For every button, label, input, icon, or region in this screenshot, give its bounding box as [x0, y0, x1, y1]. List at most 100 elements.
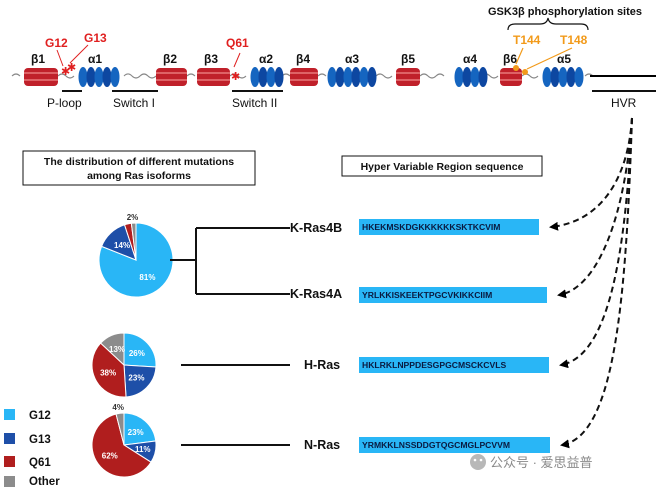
legend-swatch-g12: [4, 409, 15, 420]
wechat-icon: [470, 454, 486, 470]
alpha2-label: α2: [259, 52, 273, 66]
watermark-text: 公众号 · 爱思益普: [490, 455, 593, 470]
pie-slice-h-ras-g13: [123, 364, 157, 398]
alpha1-helix: [78, 67, 120, 87]
phospho-dot-t148: [522, 69, 528, 75]
sequence-bg-kras4b: [359, 219, 539, 235]
isoform-name-nras: N-Ras: [304, 438, 340, 452]
alpha1-label: α1: [88, 52, 102, 66]
legend-swatch-other: [4, 476, 15, 487]
region-label-switch1: Switch I: [113, 96, 155, 110]
pie-label-k-ras-other: 2%: [127, 213, 139, 222]
pie-slice-k-ras-g12: [98, 222, 174, 298]
pie-label-n-ras-g12: 23%: [128, 428, 144, 437]
box-left-line2: among Ras isoforms: [87, 170, 191, 182]
sequence-kras4b: HKEKMSKDGKKKKKKSKTKCVIM: [362, 222, 500, 232]
sequence-bg-nras: [359, 437, 550, 453]
mutation-distribution-box: The distribution of different mutations …: [22, 150, 256, 186]
phospho-label-t148: T148: [560, 33, 588, 47]
alpha4-helix: [454, 67, 488, 87]
pie-label-n-ras-q61: 62%: [102, 451, 118, 460]
watermark: 公众号 · 爱思益普: [470, 454, 593, 470]
beta3-label: β3: [204, 52, 218, 66]
arrow-to-kras4a: [557, 117, 633, 299]
sequence-hras: HKLRKLNPPDESGPGCMSCKCVLS: [362, 360, 506, 370]
legend: G12 G13 Q61 Other: [4, 409, 60, 487]
sequence-kras4a: YRLKKISKEEKTPGCVKIKKCIIM: [362, 290, 492, 300]
legend-label-g12: G12: [29, 410, 51, 422]
alpha3-label: α3: [345, 52, 359, 66]
sequence-nras: YRMKKLNSSDDGTQGCMGLPCVVM: [362, 440, 510, 450]
mutation-label-q61: Q61: [226, 36, 249, 50]
pie-label-n-ras-other: 4%: [112, 403, 124, 412]
isoform-name-kras4b: K-Ras4B: [290, 221, 342, 235]
isoform-name-hras: H-Ras: [304, 358, 340, 372]
alpha4-label: α4: [463, 52, 477, 66]
beta5-strand: [396, 68, 420, 86]
box-left-line1: The distribution of different mutations: [44, 156, 234, 168]
pie-label-k-ras-g12: 81%: [139, 273, 155, 282]
isoform-name-kras4a: K-Ras4A: [290, 287, 342, 301]
pie-slice-k-ras-other: [130, 222, 137, 261]
beta5-label: β5: [401, 52, 415, 66]
legend-swatch-q61: [4, 456, 15, 467]
pie-label-h-ras-other: 13%: [109, 345, 125, 354]
beta6-label: β6: [503, 52, 517, 66]
region-label-ploop: P-loop: [47, 96, 82, 110]
beta4-strand: [290, 68, 318, 86]
pie-label-h-ras-g12: 26%: [129, 349, 145, 358]
beta2-strand: [156, 68, 187, 86]
pie-slice-n-ras-g12: [123, 412, 157, 446]
alpha2-helix: [250, 67, 284, 87]
beta2-label: β2: [163, 52, 177, 66]
legend-label-g13: G13: [29, 434, 51, 446]
backbone-loop: [11, 73, 594, 79]
mutation-star-g12: ✱: [61, 66, 70, 78]
alpha3-helix: [327, 67, 377, 87]
isoform-connectors: [170, 227, 290, 446]
legend-label-other: Other: [29, 476, 60, 487]
pie-slice-h-ras-g12: [123, 332, 157, 368]
region-label-switch2: Switch II: [232, 96, 277, 110]
pie-slice-h-ras-other: [99, 332, 125, 367]
sequence-bg-kras4a: [359, 287, 547, 303]
pie-label-h-ras-g13: 23%: [128, 373, 144, 382]
legend-label-q61: Q61: [29, 457, 51, 469]
phospho-sites: GSK3β phosphorylation sites T144 T148: [488, 6, 642, 75]
arrow-to-nras: [560, 117, 633, 449]
beta1-label: β1: [31, 52, 45, 66]
region-label-hvr: HVR: [611, 96, 637, 110]
gsk3b-brace: [507, 17, 589, 31]
beta1-strand: [24, 68, 58, 86]
mutation-star-g13: ✱: [67, 62, 76, 74]
phospho-label-t144: T144: [513, 33, 541, 47]
hvr-sequences: HKEKMSKDGKKKKKKSKTKCVIM YRLKKISKEEKTPGCV…: [359, 219, 550, 453]
mutation-label-g12: G12: [45, 36, 68, 50]
phospho-dot-t144: [513, 65, 519, 71]
alpha5-helix: [542, 67, 584, 87]
beta3-strand: [197, 68, 230, 86]
hvr-sequence-box: Hyper Variable Region sequence: [341, 155, 543, 177]
pie-slice-h-ras-q61: [91, 342, 127, 398]
sequence-bg-hras: [359, 357, 549, 373]
gsk3b-title: GSK3β phosphorylation sites: [488, 6, 642, 18]
pie-slice-n-ras-other: [115, 412, 125, 446]
arrow-to-kras4b: [549, 117, 633, 231]
mutation-label-g13: G13: [84, 31, 107, 45]
beta4-label: β4: [296, 52, 310, 66]
pie-label-h-ras-q61: 38%: [100, 368, 116, 377]
pie-slice-n-ras-q61: [91, 413, 152, 478]
mutation-markers: ✱ ✱ ✱ G12 G13 Q61: [45, 31, 249, 83]
pie-charts: 81% 14% 2% 26% 23% 38% 13% 23% 11% 62% 4%: [91, 213, 174, 478]
legend-swatch-g13: [4, 433, 15, 444]
beta6-strand: [500, 68, 522, 86]
alpha5-label: α5: [557, 52, 571, 66]
box-right-title: Hyper Variable Region sequence: [361, 161, 524, 173]
protein-structure: β1 α1 β2 β3 α2 β4 α3 β5 α4 β6 α5 ✱ ✱ ✱ G…: [11, 6, 656, 110]
arrow-to-hras: [559, 117, 633, 369]
pie-label-k-ras-g13: 14%: [114, 241, 130, 250]
pie-label-n-ras-g13: 11%: [135, 445, 151, 454]
mutation-star-q61: ✱: [231, 71, 240, 83]
